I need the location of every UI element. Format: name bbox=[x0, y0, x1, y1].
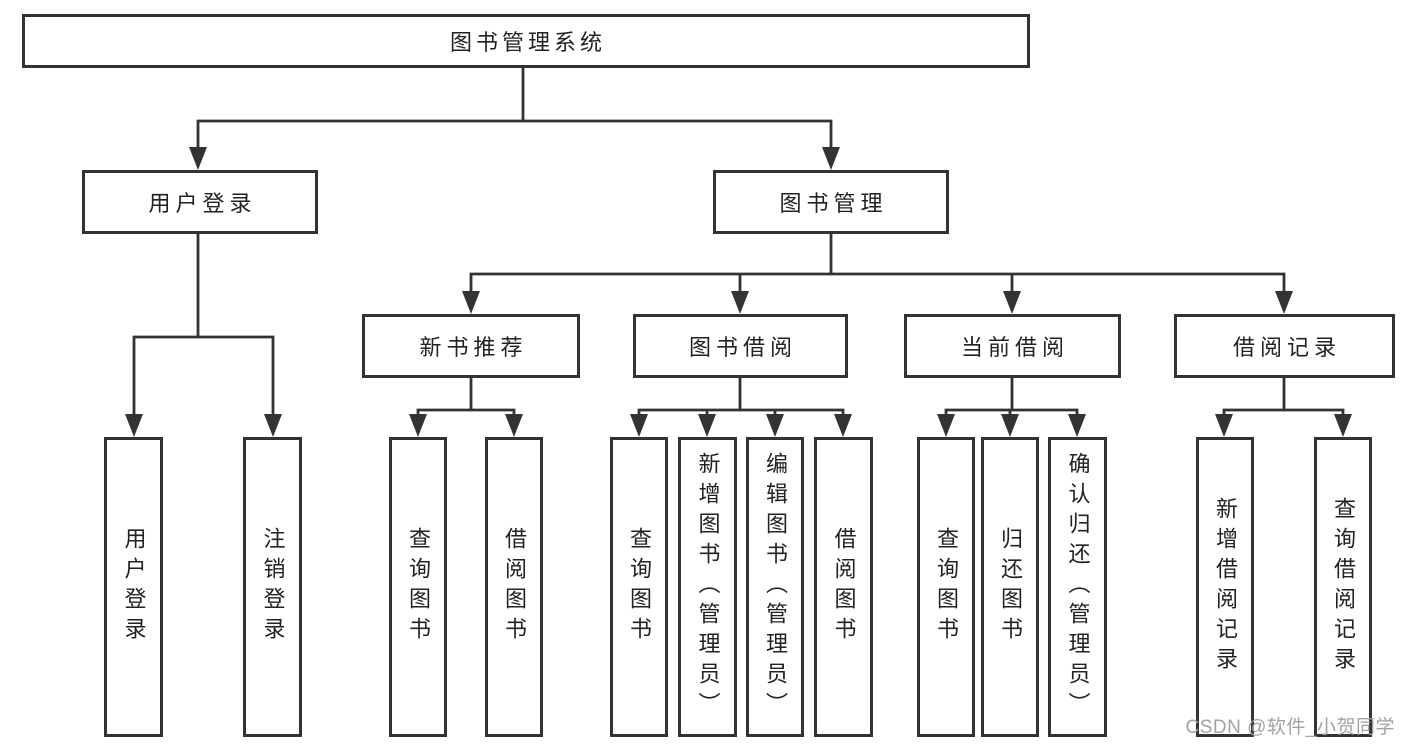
arrowheads bbox=[125, 147, 1352, 437]
leaf-borrow-books: 借阅图书 bbox=[814, 437, 873, 737]
edge-level1-branch bbox=[196, 119, 833, 150]
node-label: 编辑图书（管理员） bbox=[763, 452, 788, 722]
node-borrow-records: 借阅记录 bbox=[1174, 314, 1395, 378]
leaf-return-book: 归还图书 bbox=[981, 437, 1039, 737]
edge-records-branch bbox=[1222, 408, 1345, 414]
leaf-logout: 注销登录 bbox=[243, 437, 302, 737]
edge-current-branch bbox=[944, 408, 1079, 414]
leaf-add-borrow-record: 新增借阅记录 bbox=[1196, 437, 1254, 737]
node-label: 新增借阅记录 bbox=[1213, 497, 1238, 677]
leaf-query-borrow-record: 查询借阅记录 bbox=[1314, 437, 1372, 737]
node-label: 借阅图书 bbox=[502, 527, 527, 647]
node-label: 新增图书（管理员） bbox=[695, 452, 721, 722]
node-label: 查询借阅记录 bbox=[1331, 497, 1356, 677]
node-label: 图书管理 bbox=[779, 191, 888, 216]
node-label: 查询图书 bbox=[627, 527, 652, 647]
node-current-borrow: 当前借阅 bbox=[904, 314, 1121, 378]
leaf-edit-book-admin: 编辑图书（管理员） bbox=[746, 437, 804, 737]
node-label: 注销登录 bbox=[260, 527, 286, 647]
leaf-confirm-return-admin: 确认归还（管理员） bbox=[1048, 437, 1107, 737]
leaf-query-books-current: 查询图书 bbox=[917, 437, 975, 737]
edge-user-login-branch bbox=[132, 335, 275, 416]
leaf-query-books-recommend: 查询图书 bbox=[389, 437, 447, 737]
node-book-borrow: 图书借阅 bbox=[633, 314, 848, 378]
node-label: 图书管理系统 bbox=[449, 30, 606, 55]
csdn-watermark: CSDN @软件_小贺同学 bbox=[1185, 717, 1395, 738]
node-label: 借阅记录 bbox=[1232, 335, 1341, 360]
node-label: 查询图书 bbox=[406, 527, 431, 647]
node-user-login: 用户登录 bbox=[82, 170, 318, 234]
leaf-borrow-books-recommend: 借阅图书 bbox=[485, 437, 543, 737]
node-label: 用户登录 bbox=[121, 527, 147, 647]
node-label: 借阅图书 bbox=[831, 527, 857, 647]
node-label: 确认归还（管理员） bbox=[1065, 452, 1091, 722]
node-library-management-system: 图书管理系统 bbox=[22, 14, 1030, 68]
leaf-add-book-admin: 新增图书（管理员） bbox=[678, 437, 737, 737]
node-book-management: 图书管理 bbox=[713, 170, 949, 234]
node-label: 当前借阅 bbox=[960, 335, 1069, 360]
node-label: 查询图书 bbox=[934, 527, 959, 647]
node-label: 用户登录 bbox=[148, 191, 257, 216]
edge-level2-branch bbox=[469, 272, 1286, 293]
edge-borrow-branch bbox=[637, 408, 845, 414]
node-label: 图书借阅 bbox=[688, 335, 797, 360]
node-label: 归还图书 bbox=[998, 527, 1023, 647]
node-new-book-recommend: 新书推荐 bbox=[362, 314, 580, 378]
edge-recommend-branch bbox=[416, 408, 516, 414]
leaf-query-books-borrow: 查询图书 bbox=[610, 437, 668, 737]
node-label: 新书推荐 bbox=[419, 335, 528, 360]
leaf-user-login: 用户登录 bbox=[104, 437, 163, 737]
